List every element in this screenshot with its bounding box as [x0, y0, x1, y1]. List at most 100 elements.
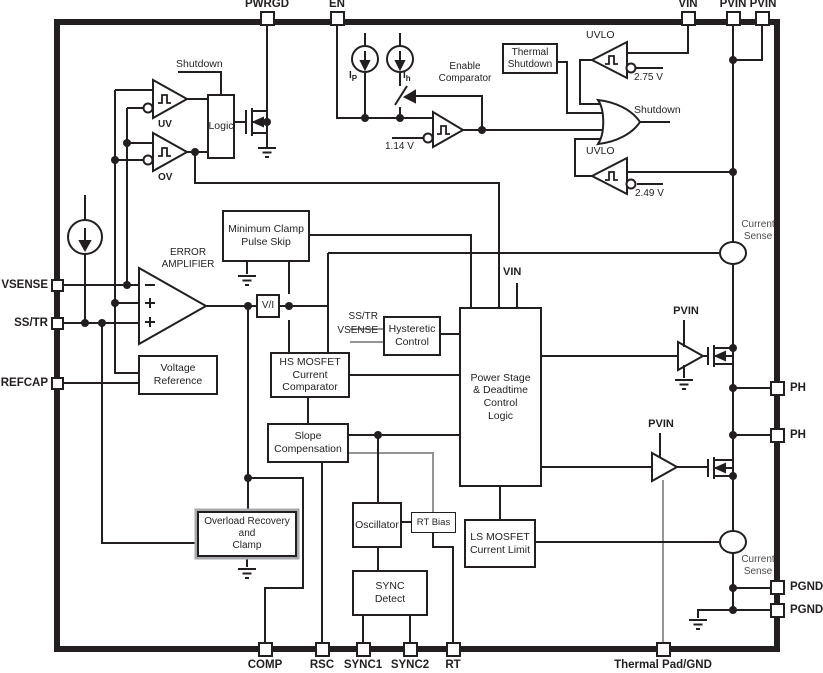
pin-thermal-pad	[656, 642, 671, 657]
pin-pwrgd	[260, 11, 275, 26]
label-uvlo1: UVLO	[586, 29, 615, 41]
wire-uvlo1-out	[579, 59, 604, 105]
ea-plus2-icon	[145, 317, 155, 327]
wire-sstr-to-overload	[101, 323, 197, 544]
pin-label-sync1: SYNC1	[343, 659, 383, 671]
pin-vsense	[51, 279, 64, 292]
ov-invert-bubble	[142, 154, 154, 166]
minimum-clamp-block: Minimum Clamp Pulse Skip	[222, 210, 310, 262]
pin-label-pwrgd: PWRGD	[244, 0, 290, 10]
pin-en	[330, 11, 345, 26]
ground-icon	[238, 568, 256, 579]
wire-rtbias-to-rt	[432, 533, 454, 642]
pin-label-pgnd2: PGND	[790, 604, 823, 616]
ground-icon	[258, 147, 276, 158]
wire-sync-pins	[362, 616, 411, 642]
pin-refcap	[51, 377, 64, 390]
uvlo1-invert-bubble	[625, 62, 637, 74]
wire-minclamp-out	[310, 234, 472, 307]
wire-logic-to-powerstage	[194, 152, 500, 307]
label-hyst-vsense: VSENSE	[337, 325, 378, 336]
label-vin-internal: VIN	[503, 266, 522, 278]
hs-mosfet-arrow	[713, 350, 726, 362]
enable-hysteresis-icon	[437, 125, 450, 135]
ov-comparator	[152, 131, 190, 173]
hs-gate-driver	[677, 340, 706, 372]
slope-compensation-block: Slope Compensation	[267, 423, 349, 463]
wire-switch-feedback	[414, 95, 483, 130]
pin-label-thermal-pad: Thermal Pad/GND	[614, 659, 712, 671]
pin-sync2	[403, 642, 418, 657]
enable-comparator	[432, 110, 465, 149]
pin-comp	[258, 642, 273, 657]
label-uv: UV	[158, 119, 172, 130]
label-current-sense-top: Current Sense	[741, 219, 775, 242]
pin-label-sstr: SS/TR	[14, 317, 48, 329]
label-current-sense-bottom: Current Sense	[741, 554, 775, 577]
pin-label-rsc: RSC	[309, 659, 335, 671]
ground-icon	[675, 379, 693, 390]
pin-pgnd1	[770, 580, 785, 595]
pin-rt	[446, 642, 461, 657]
pin-label-ph2: PH	[790, 429, 806, 441]
label-enable-comparator: Enable Comparator	[438, 61, 492, 84]
switch-feedback-arrow	[402, 89, 416, 104]
uvlo1-hysteresis-icon	[605, 55, 618, 65]
ground-icon	[689, 619, 707, 630]
current-sense-top-icon	[719, 241, 747, 265]
ls-gate-driver	[651, 451, 680, 483]
ih-switch-blade	[394, 85, 408, 106]
ea-plus1-icon	[145, 298, 155, 308]
label-shutdown-logic: Shutdown	[176, 58, 223, 70]
pin-sstr	[51, 317, 64, 330]
pin-pgnd2	[770, 603, 785, 618]
uv-invert-bubble	[142, 102, 154, 114]
pin-pvin1	[726, 11, 741, 26]
label-ip: IP	[349, 70, 358, 83]
pin-label-en: EN	[329, 0, 345, 10]
voltage-reference-block: Voltage Reference	[138, 355, 218, 395]
label-uvlo2: UVLO	[586, 145, 615, 157]
wire-reference-rail	[114, 90, 138, 374]
wire-pgnd-gnd	[697, 609, 733, 618]
pin-vin	[681, 11, 696, 26]
pin-label-refcap: REFCAP	[0, 377, 48, 389]
error-amplifier	[138, 266, 209, 346]
ov-hysteresis-icon	[158, 147, 171, 157]
wire-ph-pins	[733, 387, 770, 436]
ih-arrow	[394, 60, 406, 72]
label-pvin-driver2: PVIN	[648, 418, 674, 430]
wire-thermal-shutdown-out	[558, 61, 604, 114]
pin-rsc	[315, 642, 330, 657]
hysteretic-control-block: Hysteretic Control	[383, 316, 441, 356]
logic-block: Logic	[207, 94, 235, 159]
pin-pvin2	[755, 11, 770, 26]
ground-icon	[238, 275, 256, 286]
label-ov: OV	[158, 172, 173, 183]
wire-uvlo2-out	[574, 138, 604, 177]
label-hyst-sstr: SS/TR	[348, 311, 378, 322]
wire-pgnd-pins	[733, 587, 770, 611]
oscillator-block: Oscillator	[352, 502, 402, 548]
pin-ph2	[770, 428, 785, 443]
label-uvlo1-ref: 2.75 V	[634, 72, 663, 83]
pin-label-pvin1: PVIN	[719, 0, 747, 10]
pin-label-rt: RT	[445, 659, 461, 671]
label-error-amplifier: ERROR AMPLIFIER	[161, 247, 215, 270]
label-ih: Ih	[403, 70, 411, 83]
pin-sync1	[356, 642, 371, 657]
overload-recovery-block: Overload Recovery and Clamp	[197, 511, 297, 557]
sync-detect-block: SYNC Detect	[352, 570, 428, 616]
wire-vin-to-uvlo1	[627, 25, 689, 54]
junction-dots	[81, 56, 737, 614]
uv-hysteresis-icon	[158, 94, 171, 104]
label-pvin-driver1: PVIN	[673, 305, 699, 317]
shutdown-or-gate	[595, 98, 642, 146]
label-shutdown-or: Shutdown	[634, 104, 681, 116]
uvlo2-hysteresis-icon	[605, 171, 618, 181]
label-en-ref: 1.14 V	[385, 141, 414, 152]
pin-label-ph1: PH	[790, 382, 806, 394]
ls-mosfet-arrow	[713, 462, 726, 474]
pin-label-vsense: VSENSE	[1, 279, 48, 291]
hs-mosfet-comparator-block: HS MOSFET Current Comparator	[270, 352, 350, 398]
